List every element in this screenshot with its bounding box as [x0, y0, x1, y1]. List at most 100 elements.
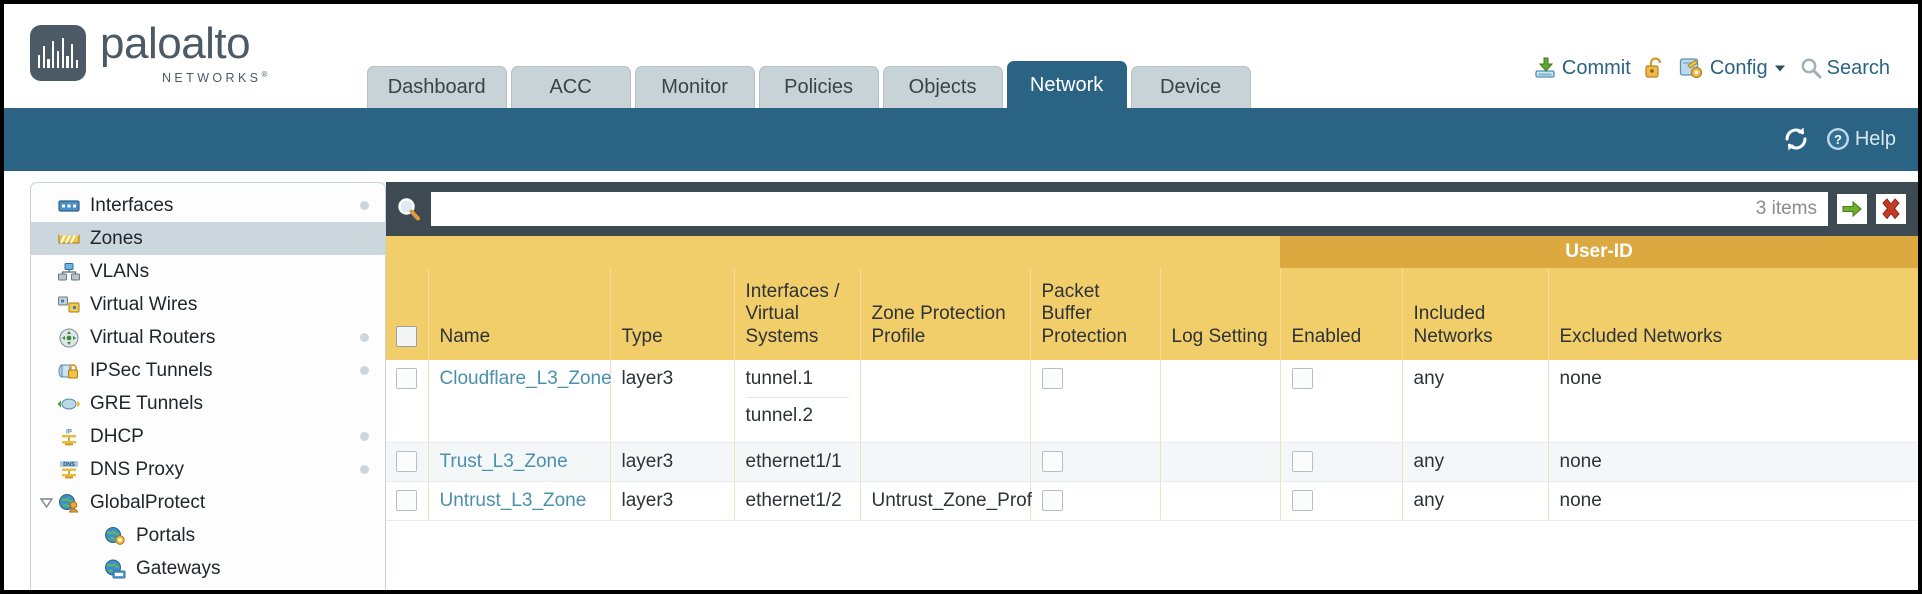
sidebar-item-dns-proxy[interactable]: DNS DNS Proxy: [31, 453, 385, 486]
status-dot: [360, 234, 369, 243]
zones-icon: [57, 229, 81, 249]
sidebar-item-zones[interactable]: Zones: [31, 222, 385, 255]
sidebar-item-ipsec-tunnels[interactable]: IPSec Tunnels: [31, 354, 385, 387]
cell-zone-protection-profile: Untrust_Zone_Prof: [860, 481, 1032, 521]
config-menu[interactable]: Config: [1679, 56, 1787, 80]
col-header-interfaces[interactable]: Interfaces / Virtual Systems: [734, 268, 861, 360]
tab-label: ACC: [549, 76, 592, 98]
brand-tagline: NETWORKS®: [162, 70, 271, 86]
sidebar-item-label: DNS Proxy: [90, 458, 184, 480]
status-dot: [360, 333, 369, 342]
col-header-included-networks[interactable]: Included Networks: [1402, 268, 1549, 360]
top-actions: Commit: [1533, 56, 1890, 80]
col-header-packet-buffer-protection[interactable]: Packet Buffer Protection: [1030, 268, 1161, 360]
select-all-checkbox[interactable]: [396, 325, 417, 347]
cell-name: Cloudflare_L3_Zone: [428, 360, 612, 443]
zones-table-head: User-ID Name Type Interfaces / Virtual S…: [386, 236, 1918, 360]
tab-policies[interactable]: Policies: [758, 66, 879, 108]
sidebar-item-portals[interactable]: Portals: [31, 519, 385, 552]
cell-userid-enabled: [1280, 481, 1403, 521]
search-button[interactable]: Search: [1800, 57, 1890, 80]
zones-panel: 3 items: [386, 182, 1918, 590]
row-select-cell: [386, 481, 429, 521]
sub-banner: ? Help: [4, 108, 1918, 171]
col-header-userid-enabled[interactable]: Enabled: [1280, 268, 1403, 360]
brand-logo: paloalto NETWORKS®: [30, 22, 271, 85]
cell-name: Trust_L3_Zone: [428, 442, 611, 482]
packet-buffer-protection-checkbox[interactable]: [1041, 368, 1063, 389]
refresh-icon[interactable]: [1782, 126, 1810, 152]
userid-enabled-checkbox[interactable]: [1291, 368, 1313, 389]
clear-filter-button[interactable]: [1876, 194, 1906, 224]
sidebar-item-globalprotect[interactable]: GlobalProtect: [31, 486, 385, 519]
packet-buffer-protection-checkbox[interactable]: [1041, 490, 1063, 511]
commit-label: Commit: [1561, 56, 1631, 79]
sidebar-item-vlans[interactable]: VLANs: [31, 255, 385, 288]
interface-item: tunnel.2: [745, 397, 849, 434]
filter-search-icon[interactable]: [396, 196, 422, 222]
col-header-excluded-networks[interactable]: Excluded Networks: [1548, 268, 1918, 360]
userid-enabled-checkbox[interactable]: [1291, 490, 1313, 511]
interfaces-icon: [57, 196, 81, 216]
col-header-zone-protection-profile[interactable]: Zone Protection Profile: [860, 268, 1031, 360]
filter-input-wrap[interactable]: 3 items: [431, 192, 1828, 226]
row-select-checkbox[interactable]: [396, 368, 417, 389]
zone-name-link[interactable]: Trust_L3_Zone: [439, 451, 568, 472]
cell-log-setting: [1160, 481, 1281, 521]
cell-type: layer3: [610, 481, 735, 521]
sidebar-item-virtual-wires[interactable]: Virtual Wires: [31, 288, 385, 321]
help-button[interactable]: ? Help: [1826, 127, 1896, 151]
zones-table: User-ID Name Type Interfaces / Virtual S…: [386, 236, 1918, 521]
dns-proxy-icon: DNS: [57, 460, 81, 480]
svg-text:DNS: DNS: [63, 462, 75, 468]
row-select-cell: [386, 442, 429, 482]
lock-button[interactable]: [1644, 56, 1666, 80]
expand-collapse-triangle-icon[interactable]: [39, 496, 53, 510]
packet-buffer-protection-checkbox[interactable]: [1041, 451, 1063, 472]
col-header-name[interactable]: Name: [428, 268, 611, 360]
sidebar-item-label: Virtual Wires: [90, 293, 198, 315]
group-header-spacer: [386, 236, 1280, 268]
config-gear-icon: [1679, 56, 1705, 80]
search-input[interactable]: [442, 198, 1748, 220]
tab-objects[interactable]: Objects: [882, 66, 1003, 108]
userid-enabled-checkbox[interactable]: [1291, 451, 1313, 472]
cell-userid-enabled: [1280, 442, 1403, 482]
table-row[interactable]: Trust_L3_Zone layer3 ethernet1/1 any: [386, 442, 1918, 482]
table-row[interactable]: Cloudflare_L3_Zone layer3 tunnel.1 tunne…: [386, 360, 1918, 443]
cell-type: layer3: [610, 360, 735, 443]
apply-filter-button[interactable]: [1837, 194, 1867, 224]
cell-packet-buffer-protection: [1030, 360, 1161, 443]
sidebar-item-virtual-routers[interactable]: Virtual Routers: [31, 321, 385, 354]
vlans-icon: [57, 262, 81, 282]
cell-interfaces: ethernet1/2: [734, 481, 861, 521]
table-row[interactable]: Untrust_L3_Zone layer3 ethernet1/2 Untru…: [386, 481, 1918, 521]
commit-button[interactable]: Commit: [1533, 56, 1631, 80]
row-select-checkbox[interactable]: [396, 451, 417, 472]
sidebar-item-gre-tunnels[interactable]: GRE Tunnels: [31, 387, 385, 420]
sidebar-item-label: IPSec Tunnels: [90, 359, 213, 381]
tab-monitor[interactable]: Monitor: [634, 66, 755, 108]
tab-device[interactable]: Device: [1130, 66, 1251, 108]
config-label: Config: [1709, 56, 1768, 79]
zone-name-link[interactable]: Cloudflare_L3_Zone: [439, 368, 612, 389]
tab-dashboard[interactable]: Dashboard: [366, 66, 507, 108]
col-header-log-setting[interactable]: Log Setting: [1160, 268, 1281, 360]
col-header-type[interactable]: Type: [610, 268, 735, 360]
sidebar-item-dhcp[interactable]: IP DHCP: [31, 420, 385, 453]
tab-network[interactable]: Network: [1006, 61, 1127, 108]
row-select-checkbox[interactable]: [396, 490, 417, 511]
zone-name-link[interactable]: Untrust_L3_Zone: [439, 490, 587, 511]
status-dot: [360, 465, 369, 474]
cell-packet-buffer-protection: [1030, 442, 1161, 482]
sidebar-item-label: VLANs: [90, 260, 150, 282]
status-dot: [360, 366, 369, 375]
zones-table-wrap: User-ID Name Type Interfaces / Virtual S…: [386, 236, 1918, 590]
tab-acc[interactable]: ACC: [510, 66, 631, 108]
sidebar-item-gateways[interactable]: Gateways: [31, 552, 385, 585]
sidebar-item-interfaces[interactable]: Interfaces: [31, 189, 385, 222]
gateways-icon: [103, 559, 127, 579]
interface-item: tunnel.1: [745, 368, 814, 389]
tab-label: Device: [1160, 76, 1222, 98]
